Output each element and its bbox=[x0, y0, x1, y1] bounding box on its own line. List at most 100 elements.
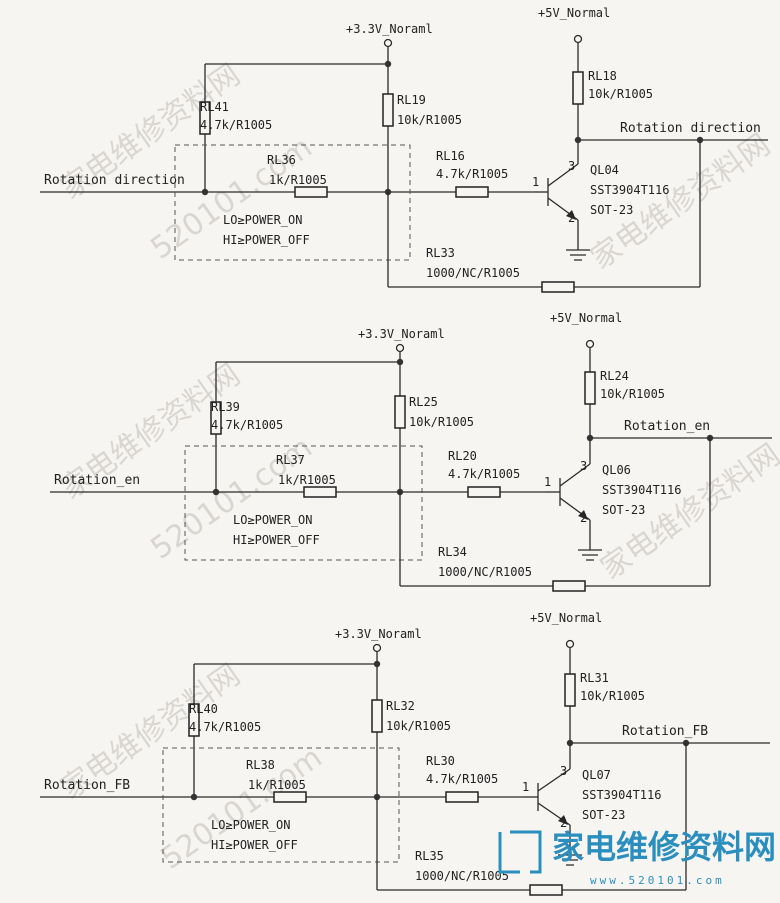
power-terminal-icon bbox=[383, 38, 393, 48]
pullup-left-ref: RL41 bbox=[200, 100, 229, 114]
feedback-resistor-value: 1000/NC/R1005 bbox=[438, 565, 532, 579]
pullup-left-ref: RL39 bbox=[211, 400, 240, 414]
power-terminal-icon bbox=[585, 339, 595, 349]
transistor-part: SST3904T116 bbox=[590, 183, 669, 197]
junction-dot bbox=[212, 488, 220, 496]
note-hi-text: HI≥POWER_OFF bbox=[223, 233, 310, 247]
feedback-resistor-ref: RL35 bbox=[415, 849, 444, 863]
pin1-label: 1 bbox=[522, 780, 529, 794]
junction-dot bbox=[586, 434, 594, 442]
watermark-number: 520101.com bbox=[155, 740, 329, 877]
note-box bbox=[162, 747, 400, 863]
collector-resistor-value: 10k/R1005 bbox=[580, 689, 645, 703]
base-resistor-ref: RL30 bbox=[426, 754, 455, 768]
site-name: 家电维修资料网 bbox=[552, 828, 776, 866]
resistor-vertical bbox=[572, 71, 584, 105]
transistor-part: SST3904T116 bbox=[602, 483, 681, 497]
pin3-label: 3 bbox=[560, 764, 567, 778]
junction-dot bbox=[574, 136, 582, 144]
input-signal-label: Rotation_FB bbox=[44, 778, 130, 793]
base-resistor-ref: RL20 bbox=[448, 449, 477, 463]
vcc-3v3-label: +3.3V_Noraml bbox=[358, 327, 445, 341]
note-hi-text: HI≥POWER_OFF bbox=[211, 838, 298, 852]
emitter-arrow-icon bbox=[566, 210, 576, 220]
series-resistor-ref: RL38 bbox=[246, 758, 275, 772]
input-signal-label: Rotation_en bbox=[54, 473, 140, 488]
pin1-label: 1 bbox=[544, 475, 551, 489]
input-signal-label: Rotation direction bbox=[44, 173, 185, 188]
pullup-left-value: 4.7k/R1005 bbox=[189, 720, 261, 734]
pullup-mid-value: 10k/R1005 bbox=[386, 719, 451, 733]
pullup-mid-ref: RL32 bbox=[386, 699, 415, 713]
junction-dot bbox=[396, 358, 404, 366]
resistor-vertical bbox=[394, 395, 406, 429]
note-box bbox=[174, 144, 411, 261]
collector-lead bbox=[537, 768, 571, 792]
note-hi-text: HI≥POWER_OFF bbox=[233, 533, 320, 547]
power-terminal-icon bbox=[565, 639, 575, 649]
base-resistor-value: 4.7k/R1005 bbox=[448, 467, 520, 481]
pullup-left-value: 4.7k/R1005 bbox=[200, 118, 272, 132]
collector-lead bbox=[559, 463, 591, 487]
resistor-horizontal bbox=[529, 884, 563, 896]
site-url: www.520101.com bbox=[590, 874, 725, 887]
series-resistor-value: 1k/R1005 bbox=[278, 473, 336, 487]
resistor-horizontal bbox=[541, 281, 575, 293]
pullup-mid-value: 10k/R1005 bbox=[409, 415, 474, 429]
collector-resistor-ref: RL24 bbox=[600, 369, 629, 383]
base-resistor-ref: RL16 bbox=[436, 149, 465, 163]
transistor-part: SST3904T116 bbox=[582, 788, 661, 802]
pin2-label: 2 bbox=[560, 816, 567, 830]
note-lo-text: LO≥POWER_ON bbox=[223, 213, 302, 227]
output-signal-label: Rotation_FB bbox=[622, 724, 708, 739]
pullup-mid-ref: RL25 bbox=[409, 395, 438, 409]
pin2-label: 2 bbox=[580, 511, 587, 525]
resistor-vertical bbox=[199, 101, 211, 135]
ground-icon bbox=[566, 249, 590, 261]
junction-dot bbox=[190, 793, 198, 801]
series-resistor-ref: RL36 bbox=[267, 153, 296, 167]
transistor-ref: QL07 bbox=[582, 768, 611, 782]
ground-icon bbox=[578, 549, 602, 561]
resistor-vertical bbox=[188, 703, 200, 737]
feedback-resistor-value: 1000/NC/R1005 bbox=[426, 266, 520, 280]
vcc-3v3-label: +3.3V_Noraml bbox=[346, 22, 433, 36]
collector-resistor-value: 10k/R1005 bbox=[600, 387, 665, 401]
resistor-horizontal bbox=[294, 186, 328, 198]
pullup-left-value: 4.7k/R1005 bbox=[211, 418, 283, 432]
note-lo-text: LO≥POWER_ON bbox=[233, 513, 312, 527]
series-resistor-ref: RL37 bbox=[276, 453, 305, 467]
vcc-5v-label: +5V_Normal bbox=[550, 311, 622, 325]
transistor-package: SOT-23 bbox=[582, 808, 625, 822]
feedback-resistor-value: 1000/NC/R1005 bbox=[415, 869, 509, 883]
note-lo-text: LO≥POWER_ON bbox=[211, 818, 290, 832]
output-signal-label: Rotation direction bbox=[620, 121, 761, 136]
transistor-package: SOT-23 bbox=[602, 503, 645, 517]
feedback-resistor-ref: RL33 bbox=[426, 246, 455, 260]
collector-resistor-ref: RL31 bbox=[580, 671, 609, 685]
output-signal-label: Rotation_en bbox=[624, 419, 710, 434]
site-logo: 家电维修资料网 www.520101.com bbox=[498, 828, 776, 887]
emitter-arrow-icon bbox=[558, 815, 568, 825]
circuit-rotation-fb: +3.3V_NoramlRL404.7k/R1005RL3210k/R1005R… bbox=[40, 611, 770, 896]
pullup-mid-value: 10k/R1005 bbox=[397, 113, 462, 127]
resistor-horizontal bbox=[303, 486, 337, 498]
pin2-label: 2 bbox=[568, 211, 575, 225]
vcc-5v-label: +5V_Normal bbox=[538, 6, 610, 20]
resistor-horizontal bbox=[273, 791, 307, 803]
resistor-horizontal bbox=[467, 486, 501, 498]
junction-dot bbox=[384, 60, 392, 68]
pullup-left-ref: RL40 bbox=[189, 702, 218, 716]
resistor-vertical bbox=[210, 401, 222, 435]
transistor-ref: QL04 bbox=[590, 163, 619, 177]
resistor-vertical bbox=[382, 93, 394, 127]
power-terminal-icon bbox=[573, 34, 583, 44]
collector-resistor-value: 10k/R1005 bbox=[588, 87, 653, 101]
resistor-vertical bbox=[564, 673, 576, 707]
collector-lead bbox=[547, 163, 579, 187]
logo-mark-icon bbox=[498, 830, 542, 874]
series-resistor-value: 1k/R1005 bbox=[248, 778, 306, 792]
resistor-horizontal bbox=[445, 791, 479, 803]
pullup-mid-ref: RL19 bbox=[397, 93, 426, 107]
